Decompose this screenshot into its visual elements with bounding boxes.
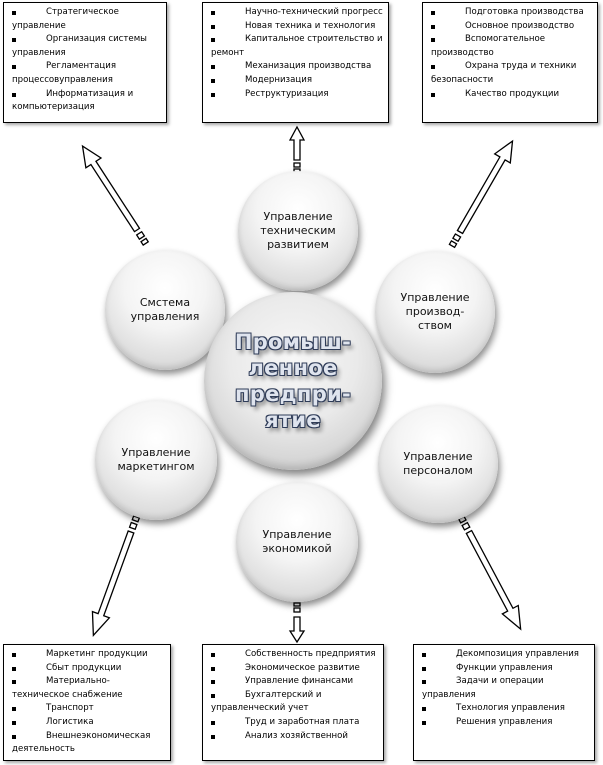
bullet-icon — [422, 680, 426, 685]
bullet-icon — [211, 666, 215, 671]
bullet-icon — [211, 65, 215, 70]
arrow-to-economy-box — [288, 602, 306, 644]
bullet-icon — [211, 11, 215, 15]
arrow-to-personnel-box — [457, 515, 522, 631]
list-item: Новая техника и технология — [211, 20, 384, 34]
list-item: Задачи и операции управления — [422, 676, 544, 700]
list-item: Бухгалтерский и управленческий учет — [211, 689, 322, 714]
bullet-icon — [12, 38, 16, 43]
bullet-icon — [431, 92, 435, 97]
list-item: Научно-технический прогресс — [211, 6, 384, 20]
list-item: Охрана труда и техники безопасности — [431, 61, 577, 85]
arrow-to-marketing-box — [91, 515, 141, 637]
list-item: Вспомогательное производство — [431, 34, 546, 58]
list-item: Труд и заработная плата — [211, 716, 379, 730]
bullet-icon — [12, 666, 16, 671]
strategy-box: Стратегическое управление Организация си… — [3, 2, 167, 123]
list-item: Декомпозиция управления — [422, 648, 590, 662]
list-item: Сбыт продукции — [12, 662, 166, 676]
list-item: Регламентация процессовуправления — [12, 61, 117, 85]
bullet-icon — [422, 653, 426, 657]
production-list: Подготовка производства Основное произво… — [431, 6, 593, 101]
list-item: Организация системы управления — [12, 34, 147, 58]
list-item: Подготовка производства — [431, 6, 593, 20]
bullet-icon — [431, 65, 435, 70]
bullet-icon — [211, 720, 215, 725]
bullet-icon — [12, 707, 16, 712]
management-system-node: Смстема управления — [105, 250, 225, 370]
bullet-icon — [12, 720, 16, 725]
bullet-icon — [422, 666, 426, 671]
list-item: Решения управления — [422, 716, 590, 730]
list-item: Функции управления — [422, 662, 590, 676]
bullet-icon — [211, 653, 215, 657]
list-item: Внешнеэкономическая деятельность — [12, 730, 151, 755]
economy-management-node: Управление экономикой — [236, 482, 358, 602]
technical-box: Научно-технический прогресс Новая техник… — [202, 2, 389, 123]
personnel-box: Декомпозиция управления Функции управлен… — [413, 644, 595, 761]
technical-development-node: Управление техническим развитием — [238, 171, 358, 291]
personnel-management-node: Управление персоналом — [378, 405, 498, 523]
list-item: Транспорт — [12, 702, 166, 716]
economy-box: Собственность предприятия Экономическое … — [202, 644, 384, 761]
arrow-to-technical-box — [288, 125, 306, 173]
bullet-icon — [211, 24, 215, 29]
bullet-icon — [12, 680, 16, 685]
list-item: Собственность предприятия — [211, 648, 379, 662]
marketing-list: Маркетинг продукции Сбыт продукции Матер… — [12, 648, 166, 757]
list-item: Информатизация и компьютеризация — [12, 88, 134, 113]
production-management-node: Управление производ- ством — [375, 251, 495, 373]
list-item: Механизация производства — [211, 60, 384, 74]
industrial-enterprise-center: Промыш- ленное предпри- ятие — [204, 292, 382, 470]
center-title: Промыш- ленное предпри- ятие — [234, 330, 352, 432]
marketing-management-node: Управление маркетингом — [95, 400, 217, 520]
list-item: Стратегическое управление — [12, 7, 119, 31]
bullet-icon — [431, 24, 435, 29]
bullet-icon — [12, 734, 16, 739]
list-item: Экономическое развитие — [211, 662, 379, 676]
arrow-to-production-box — [448, 139, 514, 249]
bullet-icon — [211, 92, 215, 97]
bullet-icon — [211, 38, 215, 43]
bullet-icon — [12, 11, 16, 15]
technical-list: Научно-технический прогресс Новая техник… — [211, 6, 384, 101]
production-box: Подготовка производства Основное произво… — [422, 2, 598, 123]
list-item: Технология управления — [422, 702, 590, 716]
bullet-icon — [422, 707, 426, 712]
bullet-icon — [12, 653, 16, 657]
bullet-icon — [211, 78, 215, 83]
bullet-icon — [12, 92, 16, 97]
list-item: Реструктуризация — [211, 88, 384, 102]
list-item: Основное производство — [431, 20, 593, 34]
marketing-box: Маркетинг продукции Сбыт продукции Матер… — [3, 644, 171, 761]
bullet-icon — [211, 680, 215, 685]
list-item: Маркетинг продукции — [12, 648, 166, 662]
strategy-list: Стратегическое управление Организация си… — [12, 6, 162, 115]
list-item: Управление финансами — [211, 675, 379, 689]
list-item: Анализ хозяйственной — [211, 730, 379, 744]
list-item: Модернизация — [211, 74, 384, 88]
bullet-icon — [12, 65, 16, 70]
economy-list: Собственность предприятия Экономическое … — [211, 648, 379, 743]
bullet-icon — [431, 11, 435, 15]
bullet-icon — [431, 38, 435, 43]
list-item: Логистика — [12, 716, 166, 730]
list-item: Материально-техническое снабжение — [12, 676, 123, 700]
bullet-icon — [422, 720, 426, 725]
list-item: Капитальное строительство и ремонт — [211, 34, 383, 58]
bullet-icon — [211, 734, 215, 739]
arrow-to-strategy-box — [81, 144, 150, 246]
personnel-list: Декомпозиция управления Функции управлен… — [422, 648, 590, 730]
list-item: Качество продукции — [431, 88, 593, 102]
bullet-icon — [211, 693, 215, 698]
